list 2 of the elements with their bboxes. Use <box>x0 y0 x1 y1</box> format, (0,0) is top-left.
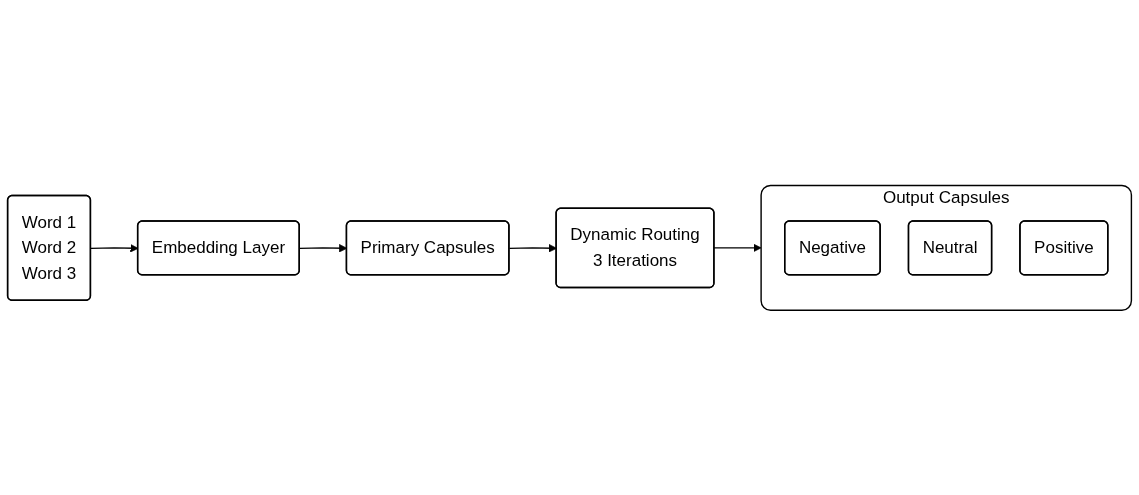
arrow <box>508 243 557 252</box>
arrow <box>713 243 762 252</box>
